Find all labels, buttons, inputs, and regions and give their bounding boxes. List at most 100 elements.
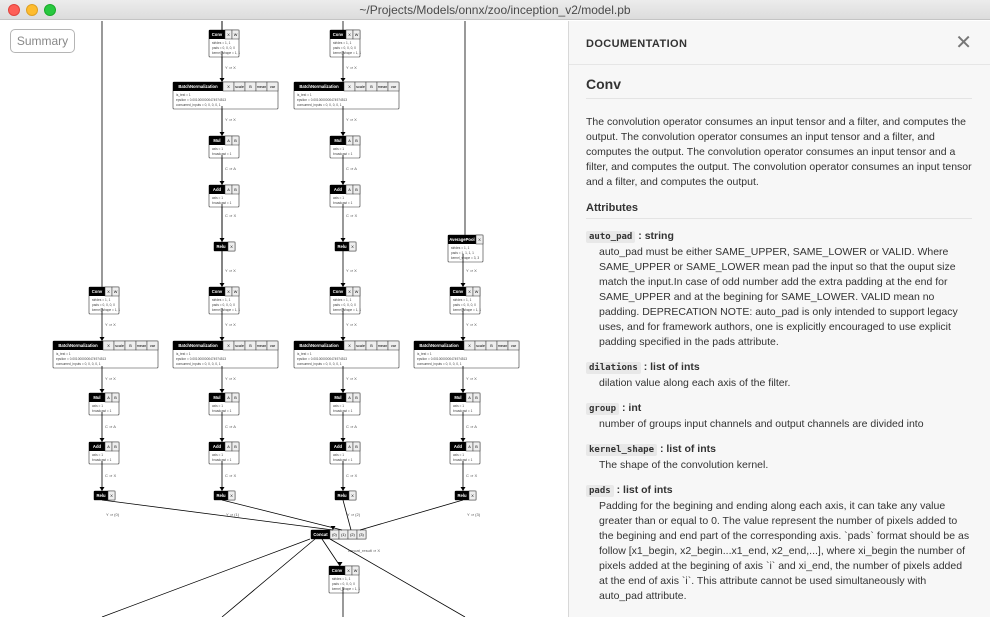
documentation-header: DOCUMENTATION ✕	[569, 21, 990, 65]
upper-col-1-batchnorm-input-label: B	[249, 85, 252, 89]
minimize-window-button[interactable]	[26, 4, 38, 16]
concat-edge-label: Y ⇒ (3)	[467, 512, 481, 517]
upper-col-2-batchnorm-attribute: epsilon = 0.0010000000474974513	[297, 98, 347, 102]
concat-output-label: concat_result ⇒ X	[348, 548, 380, 553]
attribute-description: number of groups input channels and outp…	[599, 418, 924, 430]
upper-col-2-mul-input-label: B	[355, 139, 358, 143]
lower-col-2-batchnorm-attribute: epsilon = 0.0010000000474974513	[176, 357, 226, 361]
lower-col-4-conv-attribute: strides = 1, 1	[453, 298, 472, 302]
edge-label: Y ⇒ X	[346, 376, 357, 381]
concat-edge-label: Y ⇒ (2)	[347, 512, 361, 517]
lower-col-4-relu-input-label: X	[471, 494, 474, 498]
lower-col-3-relu-label: Relu	[337, 493, 347, 498]
bottom-conv-input	[351, 565, 360, 576]
upper-col-1-batchnorm-header	[173, 82, 223, 91]
upper-col-2-mul-attribute: broadcast = 1	[333, 152, 353, 156]
title-bar: ~/Projects/Models/onnx/zoo/inception_v2/…	[0, 0, 990, 20]
edge-label: Y ⇒ X	[225, 268, 236, 273]
lower-col-1-conv-header	[89, 287, 105, 296]
lower-col-4-add-label: Add	[454, 444, 463, 449]
edge-arrow	[460, 389, 466, 393]
upper-col-2-batchnorm-attribute: is_test = 1	[297, 93, 312, 97]
attribute-dilations: dilations : list of ints dilation value …	[586, 360, 972, 391]
upper-col-2-conv-input	[352, 29, 361, 40]
lower-col-1-batchnorm-header	[53, 341, 103, 350]
edge-label: C ⇒ X	[105, 473, 116, 478]
concat-input-label: (2)	[350, 533, 355, 537]
attribute-type: : int	[622, 402, 642, 414]
lower-col-3-mul-attribute: axis = 1	[333, 404, 344, 408]
attribute-name: group	[586, 403, 620, 415]
lower-col-1-conv-attribute: kernel_shape = 1, 1	[92, 308, 120, 312]
bottom-conv-label: Conv	[332, 568, 343, 573]
lower-col-1-add-input-label: A	[107, 445, 110, 449]
attribute-description: The shape of the convolution kernel.	[599, 459, 769, 471]
lower-col-4-mul-header	[450, 393, 466, 402]
concat-label: Concat	[313, 532, 328, 537]
edge-line	[329, 538, 466, 617]
lower-col-4-conv-label: Conv	[453, 289, 464, 294]
lower-col-1-mul-attribute: axis = 1	[92, 404, 103, 408]
upper-col-1-conv-attribute: kernel_shape = 1, 1	[212, 51, 240, 55]
lower-col-2-add-input	[231, 441, 240, 452]
lower-col-4-relu-header	[455, 491, 469, 500]
upper-col-2-mul-input-label: A	[348, 139, 351, 143]
attribute-kernel-shape: kernel_shape : list of ints The shape of…	[586, 442, 972, 473]
upper-col-1-batchnorm-input-label: var	[270, 85, 276, 89]
upper-col-1-add-input	[231, 184, 240, 195]
upper-col-2-add-input	[352, 184, 361, 195]
attribute-description: auto_pad must be either SAME_UPPER, SAME…	[599, 246, 958, 348]
edge-arrow	[330, 526, 336, 530]
lower-col-2-conv-attribute: strides = 1, 1	[212, 298, 231, 302]
lower-col-3-batchnorm-header	[294, 341, 344, 350]
documentation-title: DOCUMENTATION	[586, 37, 688, 50]
upper-col-1-conv-attribute: strides = 1, 1	[212, 41, 231, 45]
upper-col-2-relu-header	[335, 242, 349, 251]
edge-arrow	[340, 132, 346, 136]
lower-col-4-conv-input	[472, 286, 481, 297]
upper-col-1-mul-header	[209, 136, 225, 145]
lower-col-3-mul-header	[330, 393, 346, 402]
edge-label: C ⇒ A	[346, 166, 357, 171]
upper-col-1-conv-input-label: W	[234, 33, 238, 37]
close-icon[interactable]: ✕	[955, 31, 972, 54]
lower-col-2-batchnorm-input-label: X	[227, 344, 230, 348]
concat-input	[356, 529, 367, 540]
avgpool-label: AveragePool	[449, 237, 474, 242]
upper-col-1-add-attribute: axis = 1	[212, 196, 223, 200]
upper-col-2-relu-label: Relu	[337, 244, 347, 249]
lower-col-3-relu-header	[335, 491, 349, 500]
attribute-name: auto_pad	[586, 231, 636, 243]
zoom-window-button[interactable]	[44, 4, 56, 16]
lower-col-3-add-label: Add	[334, 444, 343, 449]
edge-label: C ⇒ A	[346, 424, 357, 429]
lower-col-1-batchnorm-input-label: mean	[137, 344, 147, 348]
lower-col-4-batchnorm-attribute: consumed_inputs = 0, 0, 0, 0, 1	[417, 362, 462, 366]
concat-input-label: (0)	[332, 533, 337, 537]
lower-col-2-batchnorm-input	[266, 340, 279, 351]
edge-line	[321, 538, 341, 567]
close-window-button[interactable]	[8, 4, 20, 16]
upper-col-1-add-label: Add	[213, 187, 222, 192]
edge-label: Y ⇒ X	[105, 376, 116, 381]
avgpool-attribute: strides = 1, 1	[451, 246, 470, 250]
bottom-conv-attribute: strides = 1, 1	[332, 577, 351, 581]
lower-col-4-add-input	[472, 441, 481, 452]
upper-col-1-conv-label: Conv	[212, 32, 223, 37]
lower-col-3-batchnorm-attribute: epsilon = 0.0010000000474974513	[297, 357, 347, 361]
lower-col-4-batchnorm-input-label: mean	[498, 344, 508, 348]
lower-col-4-mul-attribute: axis = 1	[453, 404, 464, 408]
lower-col-4-batchnorm-attribute: epsilon = 0.0010000000474974513	[417, 357, 467, 361]
bottom-conv-input-label: X	[347, 569, 350, 573]
attribute-description: dilation value along each axis of the fi…	[599, 377, 791, 389]
lower-col-1-add-attribute: broadcast = 1	[92, 458, 112, 462]
upper-col-1-add-attribute: broadcast = 1	[212, 201, 232, 205]
concat-header	[311, 530, 330, 539]
upper-col-2-batchnorm-input-label: scale	[356, 85, 365, 89]
summary-button[interactable]: Summary	[10, 29, 75, 53]
lower-col-1-add-input	[111, 441, 120, 452]
lower-col-4-conv-attribute: kernel_shape = 1, 1	[453, 308, 481, 312]
upper-col-2-conv-input-label: X	[348, 33, 351, 37]
